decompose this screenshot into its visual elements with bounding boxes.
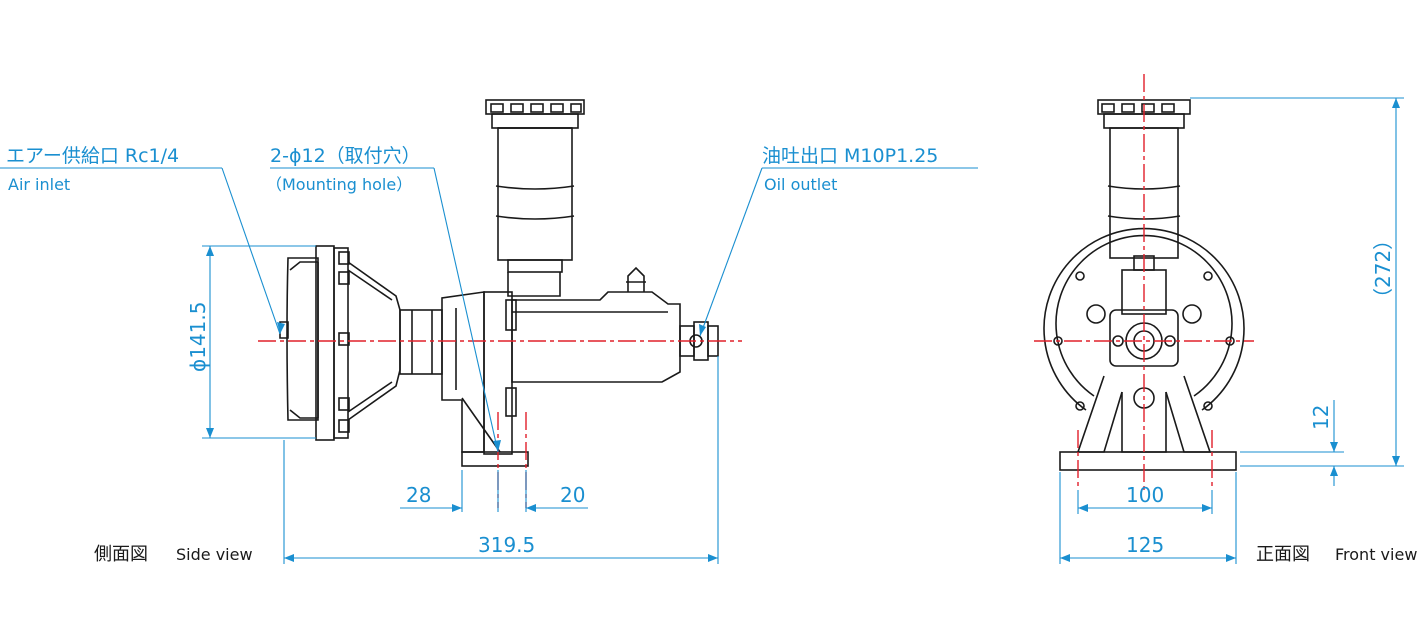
mount-bolt bbox=[505, 387, 517, 417]
air-inlet-label-en: Air inlet bbox=[8, 175, 70, 194]
dim-right-offset: 20 bbox=[560, 483, 585, 507]
front-view-title-en: Front view bbox=[1335, 545, 1417, 564]
view-titles: 側面図 Side view 正面図 Front view bbox=[94, 544, 1417, 565]
dim-base-thickness: 12 bbox=[1309, 405, 1333, 430]
mount-hole-label-en: （Mounting hole） bbox=[266, 175, 412, 194]
side-dimensions bbox=[0, 167, 978, 564]
flange-bolt bbox=[338, 397, 350, 411]
side-dimension-arrows bbox=[206, 246, 718, 562]
oil-outlet-label-jp: 油吐出口 M10P1.25 bbox=[762, 145, 938, 167]
dim-overall-length: 319.5 bbox=[478, 533, 535, 557]
flange-bolt bbox=[338, 419, 350, 433]
grease-nipple bbox=[627, 266, 645, 292]
front-view-title-jp: 正面図 bbox=[1256, 544, 1310, 565]
side-view-title-jp: 側面図 bbox=[94, 544, 148, 565]
diaphragm-flange-right bbox=[333, 247, 349, 439]
front-bolt bbox=[1086, 304, 1106, 324]
flange-bolt bbox=[338, 332, 350, 346]
main-cylinder bbox=[511, 291, 681, 383]
front-leg-right bbox=[1165, 375, 1212, 453]
oil-outlet-label-en: Oil outlet bbox=[764, 175, 837, 194]
air-inlet-label-jp: エアー供給口 Rc1/4 bbox=[6, 145, 179, 167]
reservoir-body bbox=[497, 127, 573, 261]
flange-bolt bbox=[338, 251, 350, 265]
dimension-values: ϕ141.5 28 20 319.5 （272） 12 100 125 bbox=[186, 230, 1395, 557]
dim-base-width: 125 bbox=[1126, 533, 1164, 557]
dim-hole-pitch: 100 bbox=[1126, 483, 1164, 507]
side-centerlines bbox=[258, 340, 742, 508]
front-base bbox=[1059, 451, 1237, 471]
front-dimensions bbox=[1059, 97, 1404, 564]
base-foot bbox=[461, 451, 529, 467]
pump-body bbox=[441, 291, 485, 453]
reservoir-cap-base bbox=[491, 113, 579, 129]
side-view-title-en: Side view bbox=[176, 545, 253, 564]
dim-diameter: ϕ141.5 bbox=[186, 302, 210, 372]
pump-neck bbox=[399, 309, 443, 375]
mount-bolt bbox=[505, 299, 517, 331]
front-centerlines bbox=[1034, 74, 1254, 490]
flange-bolt bbox=[338, 271, 350, 285]
reservoir-neck bbox=[507, 259, 563, 273]
front-bolt bbox=[1182, 304, 1202, 324]
front-leg-left bbox=[1076, 375, 1123, 453]
dim-height: （272） bbox=[1371, 230, 1395, 308]
mount-hole-label-jp: 2-ϕ12（取付穴） bbox=[270, 145, 421, 167]
front-dimension-arrows bbox=[1060, 98, 1400, 562]
callout-labels: エアー供給口 Rc1/4 Air inlet 2-ϕ12（取付穴） （Mount… bbox=[6, 145, 938, 194]
dim-left-offset: 28 bbox=[406, 483, 431, 507]
air-chamber-cover bbox=[286, 257, 319, 421]
